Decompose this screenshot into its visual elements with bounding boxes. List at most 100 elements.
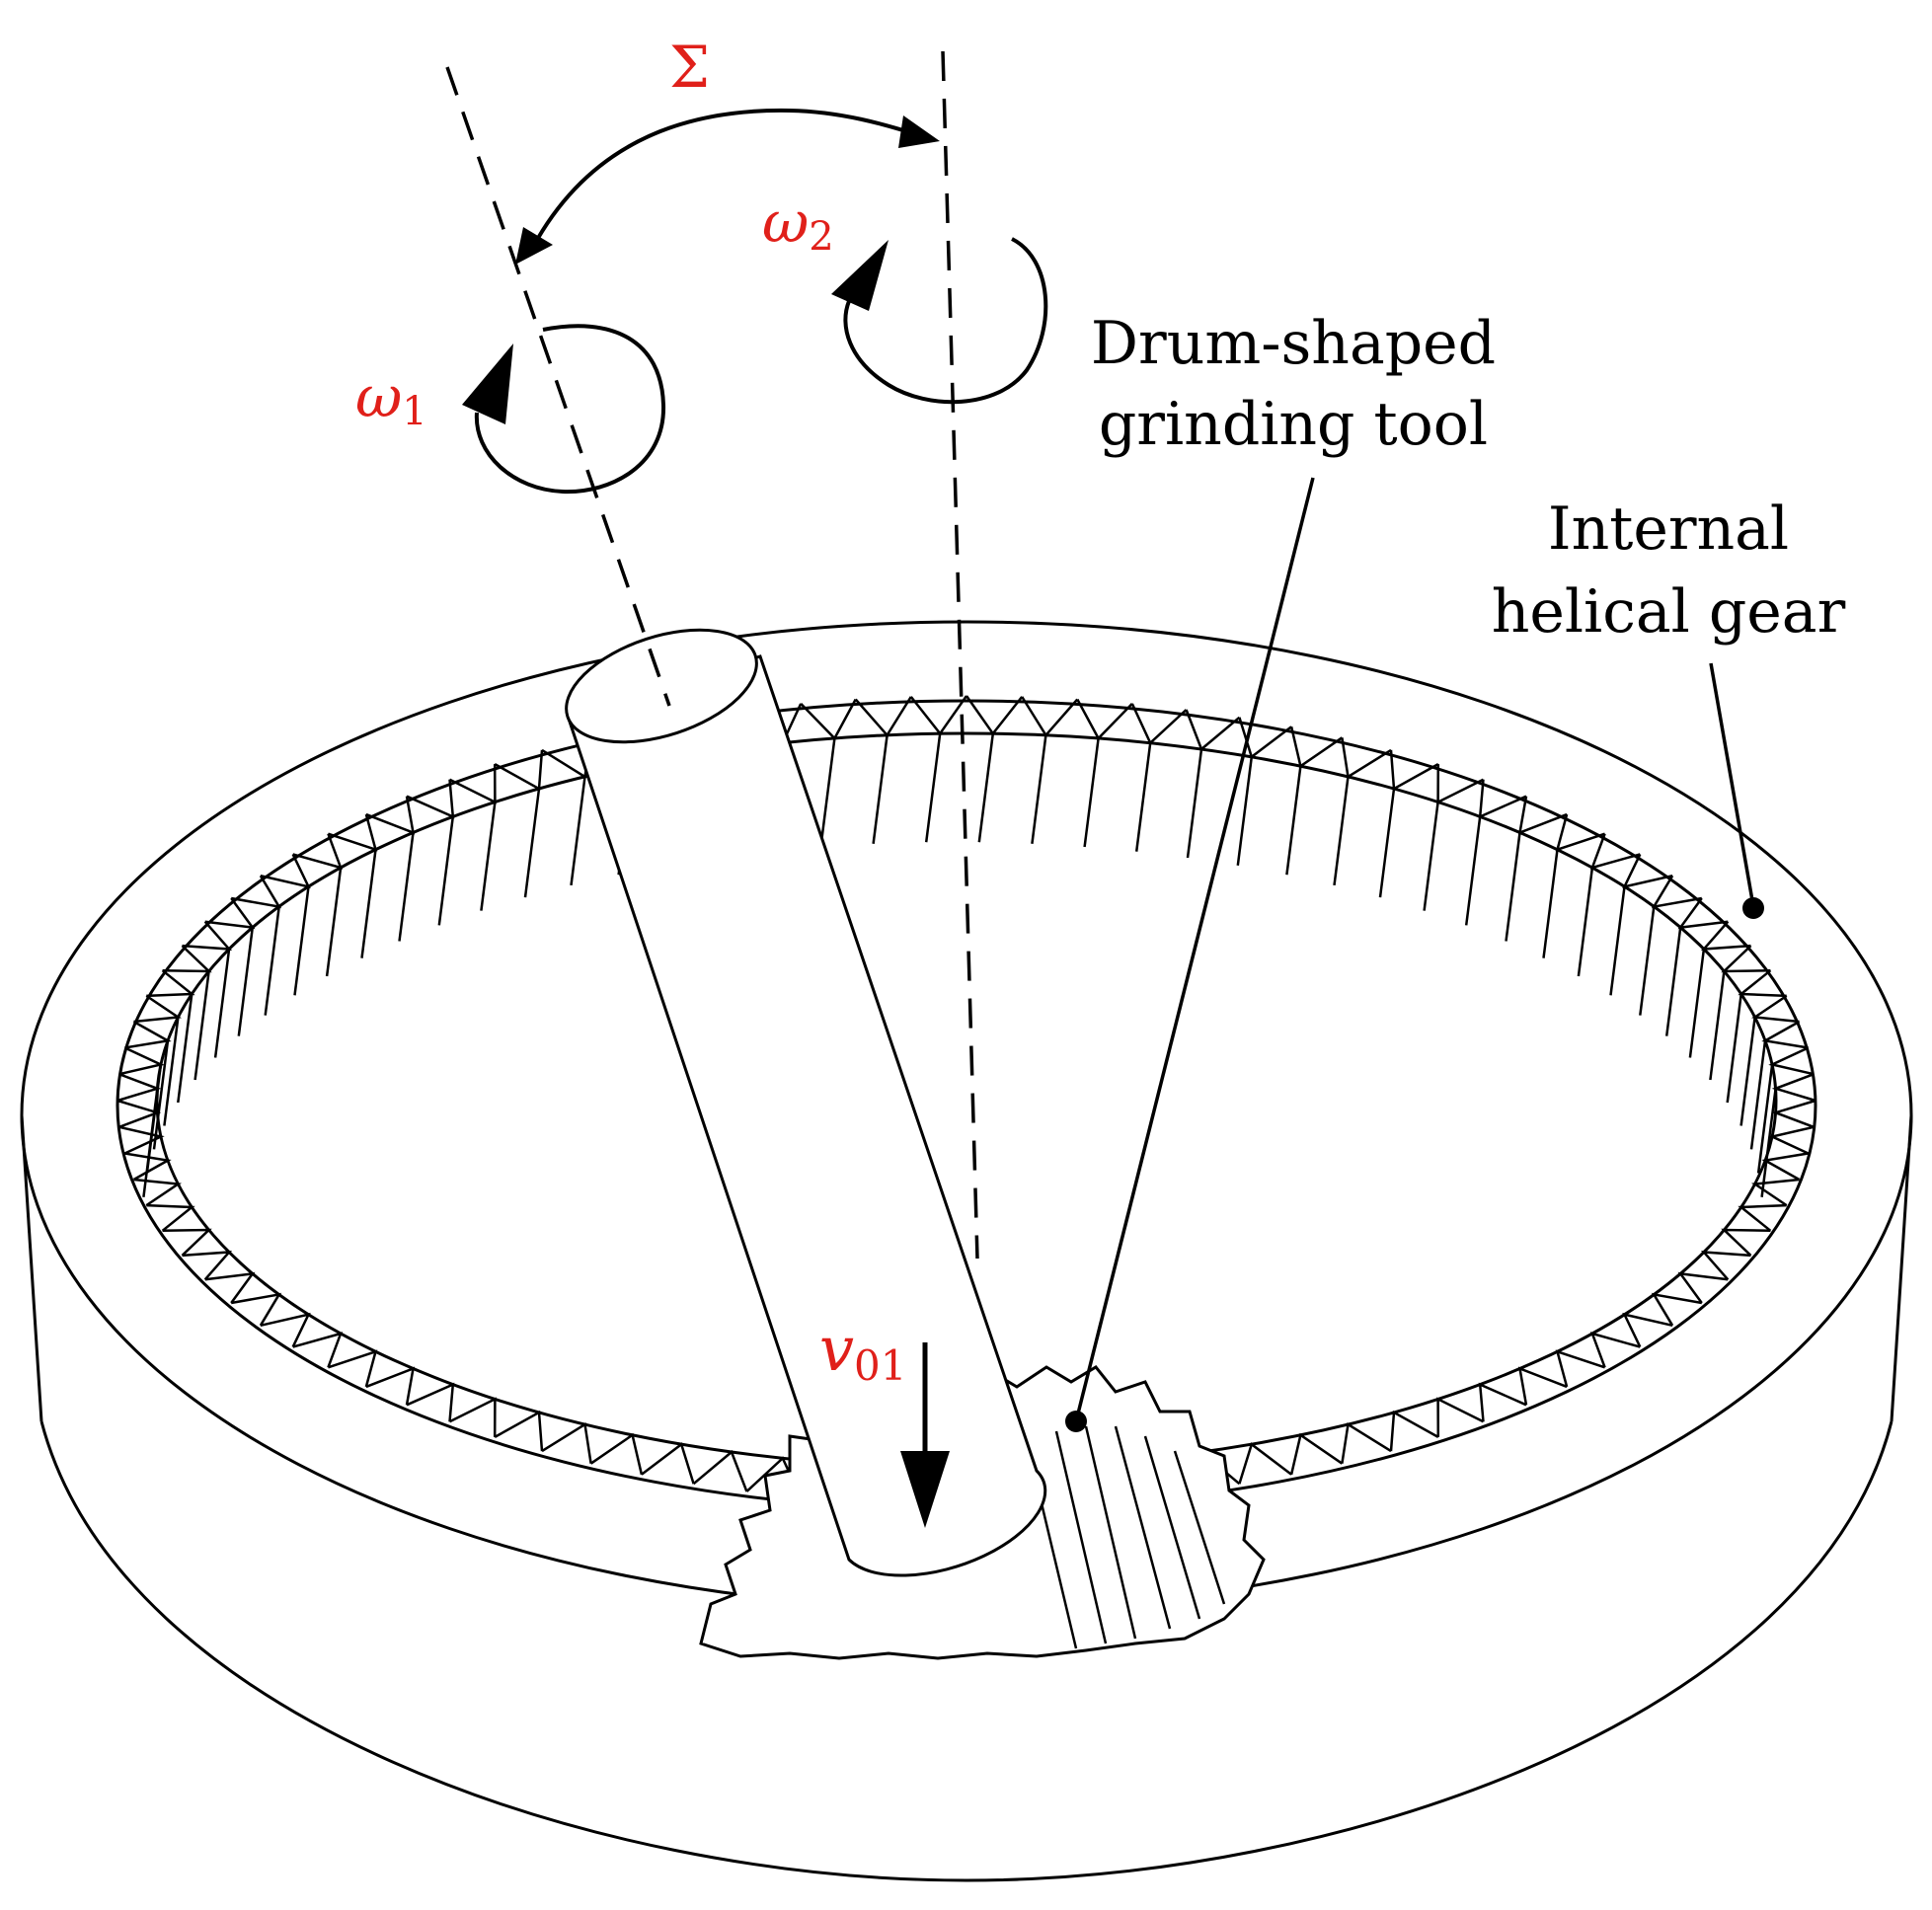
gear-tooth [1436, 764, 1485, 804]
gear-tooth [965, 695, 1024, 736]
gear-tooth-face [264, 906, 280, 1016]
gear-tooth [1289, 1432, 1344, 1476]
gear-tooth [116, 1099, 162, 1128]
arc-arrow-right [898, 115, 940, 148]
gear-tooth [1700, 1251, 1751, 1281]
gear-tooth [260, 1312, 311, 1348]
gear-tooth [365, 796, 416, 835]
gear-tooth-face [1378, 788, 1396, 898]
gear-tooth [365, 1366, 416, 1406]
gear-tooth [448, 1397, 497, 1437]
label-v01: v01 [819, 1313, 906, 1390]
gear-tooth [292, 1332, 344, 1368]
gear-tooth-face [1505, 832, 1521, 942]
gear-tooth [133, 1178, 182, 1207]
gear-tooth-face [1760, 1088, 1777, 1197]
leader-tool [1074, 477, 1315, 1422]
gear-tooth [800, 698, 857, 741]
gear-tooth [1677, 1271, 1729, 1304]
gear-tooth-face [1083, 737, 1100, 848]
gear-tooth [1185, 709, 1241, 752]
axis-1-dashed [445, 66, 671, 707]
gear-tooth-face [1639, 906, 1656, 1016]
gear-tooth-face [163, 1017, 180, 1126]
gear-tooth [1700, 920, 1751, 951]
gear-tooth-face [1134, 742, 1152, 852]
gear-tooth [1768, 1125, 1815, 1155]
gear-tooth-face [480, 802, 497, 911]
feed-arrow-v01 [900, 1342, 950, 1528]
gear-tooth [182, 1251, 233, 1281]
gear-tooth [292, 833, 344, 870]
gear-tooth [589, 1432, 644, 1476]
gear-tooth [1341, 737, 1392, 779]
gear-tooth [1130, 703, 1188, 745]
gear-tooth-face [924, 733, 942, 843]
gear-tooth [1651, 1292, 1703, 1327]
gear-tooth [1389, 1410, 1439, 1452]
gear-tooth-face [398, 832, 415, 942]
gear-tooth-face [1756, 1064, 1774, 1174]
gear-tooth-face [523, 788, 541, 898]
gear-tooth [1771, 1073, 1816, 1103]
gear-tooth [124, 1152, 172, 1182]
gear-tooth-face [293, 886, 310, 996]
rotation-omega1-indicator [462, 324, 666, 495]
gear-bottom-rim [39, 1420, 1893, 1882]
gear-tooth [448, 764, 497, 804]
internal-helical-gear [20, 620, 1913, 1882]
gear-tooth [494, 1410, 544, 1452]
gear-tooth [1555, 813, 1605, 852]
gear-tooth-face [872, 734, 889, 844]
omega1-arrowhead [462, 344, 513, 424]
gear-tooth [182, 920, 233, 951]
gear-tooth-face [1664, 927, 1682, 1036]
gear-side-right [1890, 1114, 1913, 1422]
gear-tooth [1771, 1099, 1816, 1128]
gear-tooth [1677, 897, 1729, 930]
gear-tooth-face [237, 927, 255, 1036]
gear-tooth [1721, 945, 1771, 973]
gear-tooth [162, 945, 212, 973]
gear-tooth [1738, 969, 1787, 998]
gear-tooth [328, 1349, 378, 1388]
gear-tooth-face [1236, 756, 1254, 866]
gear-tooth [494, 749, 544, 792]
gear-tooth [909, 695, 968, 736]
gear-tooth [406, 779, 455, 819]
gear-tooth [1021, 696, 1079, 737]
gear-tooth [118, 1046, 165, 1076]
gear-tooth-face [213, 949, 231, 1058]
gear-tooth [1436, 1397, 1485, 1437]
gear-tooth-face [145, 1064, 163, 1174]
gear-tooth [692, 1449, 748, 1492]
gear-tooth [118, 1125, 165, 1155]
gear-tooth-face [177, 993, 193, 1104]
axis-2-dashed [941, 50, 979, 1260]
gear-tooth-face [1709, 970, 1726, 1081]
gear-tooth [1341, 1422, 1392, 1464]
gear-tooth-face [325, 867, 343, 977]
gear-tooth [1076, 698, 1133, 741]
gear-tooth-face [1285, 766, 1302, 876]
gear-tooth [204, 897, 256, 930]
gear-tooth [1478, 1382, 1527, 1422]
gear-tooth-face [1464, 816, 1482, 926]
label-omega1: ω1 [355, 363, 427, 434]
label-gear-line2: helical gear [1492, 577, 1846, 647]
gear-tooth [641, 1442, 695, 1485]
gear-tooth [146, 969, 195, 998]
gear-tooth [1651, 875, 1703, 909]
gear-tooth-face [570, 776, 586, 886]
gear-tooth [1238, 1442, 1292, 1485]
gear-tooth [1555, 1349, 1605, 1388]
gear-tooth [1622, 853, 1673, 889]
label-gear-line1: Internal [1548, 495, 1789, 564]
gear-tooth-face [1609, 886, 1626, 996]
gear-tooth [1721, 1228, 1771, 1257]
shaft-angle-arc [515, 108, 940, 265]
gear-tooth [1517, 1366, 1568, 1406]
gear-tooth-face [1739, 1017, 1756, 1126]
leader-lines [1065, 477, 1764, 1432]
gear-tooth [1751, 994, 1800, 1024]
